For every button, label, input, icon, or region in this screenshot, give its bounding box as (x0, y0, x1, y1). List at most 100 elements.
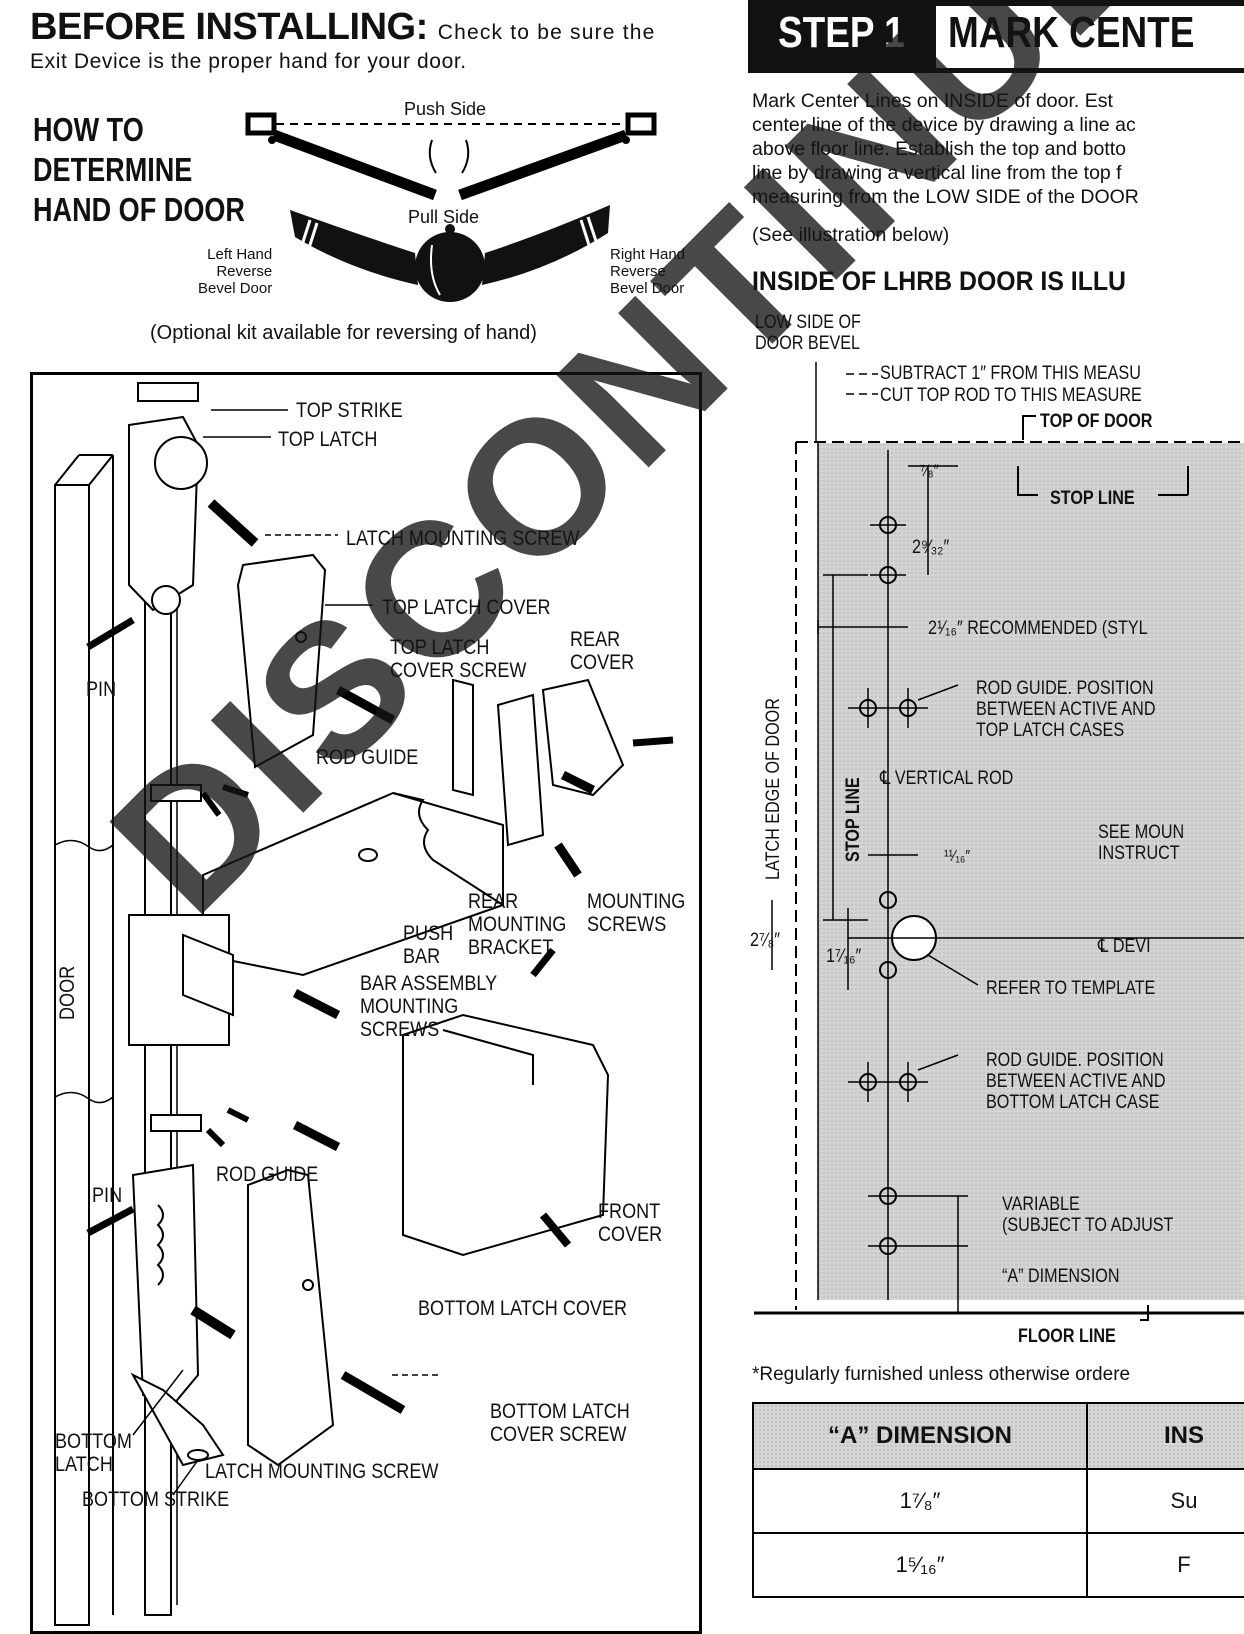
label-front-cover: FRONT COVER (598, 1200, 662, 1246)
label-bottom-latch-cover-screw-line-1: BOTTOM LATCH (490, 1400, 630, 1423)
low-side-door-bevel: LOW SIDE OF DOOR BEVEL (755, 312, 861, 354)
variable-line-2: (SUBJECT TO ADJUST (1002, 1215, 1174, 1236)
label-top-strike: TOP STRIKE (296, 399, 403, 422)
left-hand-line-3: Bevel Door (198, 280, 273, 297)
right-hand-line-1: Right Hand (610, 246, 686, 263)
how-to-determine-hand-heading: HOW TO DETERMINE HAND OF DOOR (33, 110, 245, 230)
label-mounting-screws: MOUNTING SCREWS (587, 890, 685, 936)
label-top-latch-cover: TOP LATCH COVER (382, 596, 551, 619)
label-pin-bottom: PIN (92, 1184, 123, 1207)
before-installing-subtitle: Exit Device is the proper hand for your … (30, 50, 467, 73)
step-instructions: Mark Center Lines on INSIDE of door. Est… (752, 89, 1244, 209)
label-rear-mounting-bracket-line-1: REAR (468, 890, 519, 913)
label-mounting-screws-line-1: MOUNTING (587, 890, 686, 913)
subtract-note: SUBTRACT 1″ FROM THIS MEASU (880, 363, 1141, 384)
label-bottom-latch-cover-screw: BOTTOM LATCH COVER SCREW (490, 1400, 630, 1446)
page-heading: BEFORE INSTALLING: Check to be sure the (30, 6, 656, 49)
label-rear-cover-line-2: COVER (570, 651, 635, 674)
step-title-box (936, 6, 1244, 68)
how-to-line-1: HOW TO (33, 111, 144, 148)
vertical-rod-centerline-label: ℄ VERTICAL ROD (880, 768, 1014, 789)
table-header-ins: INS (1086, 1402, 1244, 1470)
instruction-line-1: Mark Center Lines on INSIDE of door. Est (752, 90, 1113, 112)
label-bar-assembly-line-1: BAR ASSEMBLY (360, 972, 498, 995)
label-rear-mounting-bracket: REAR MOUNTING BRACKET (468, 890, 566, 959)
rod-guide-top-line-3: TOP LATCH CASES (976, 720, 1125, 741)
footnote: *Regularly furnished unless otherwise or… (752, 1364, 1131, 1385)
step-number: STEP 1 (778, 8, 905, 57)
right-hand-reverse-label: Right Hand Reverse Bevel Door (610, 246, 685, 297)
instruction-line-2: center line of the device by drawing a l… (752, 114, 1136, 136)
see-mount-line-2: INSTRUCT (1098, 843, 1180, 864)
cut-top-rod-note: CUT TOP ROD TO THIS MEASURE (880, 385, 1142, 406)
see-illustration-note: (See illustration below) (752, 224, 950, 246)
label-top-latch-cover-screw: TOP LATCH COVER SCREW (390, 636, 526, 682)
label-top-latch-cover-screw-line-1: TOP LATCH (390, 636, 490, 659)
label-pin-top: PIN (86, 678, 117, 701)
table-cell: 1⁵⁄₁₆″ (752, 1532, 1088, 1598)
label-bar-assembly-line-2: MOUNTING (360, 995, 459, 1018)
dim-two-nine-thirtyseconds: 2⁹⁄₃₂″ (912, 537, 950, 558)
label-front-cover-line-2: COVER (598, 1223, 663, 1246)
dim-two-seven-eighths: 2⁷⁄₈″ (750, 930, 780, 951)
table-cell: F (1086, 1532, 1244, 1598)
label-push-bar-line-2: BAR (403, 945, 441, 968)
stop-line-side-label: STOP LINE (843, 777, 864, 862)
refer-to-template-label: REFER TO TEMPLATE (986, 978, 1156, 999)
recommended-stile-dimension: 2¹⁄₁₆″ RECOMMENDED (STYL (928, 618, 1148, 639)
left-hand-line-1: Left Hand (207, 246, 273, 263)
label-bottom-latch: BOTTOM LATCH (55, 1430, 132, 1476)
how-to-line-2: DETERMINE (33, 151, 193, 188)
left-hand-reverse-label: Left Hand Reverse Bevel Door (198, 246, 272, 297)
dim-seven-eighths: ⁷⁄₈″ (920, 461, 939, 480)
device-centerline-label: ℄ DEVI (1098, 936, 1151, 957)
label-push-bar: PUSH BAR (403, 922, 453, 968)
instruction-line-3: above floor line. Establish the top and … (752, 138, 1127, 160)
pull-side-label: Pull Side (408, 207, 480, 227)
label-rear-cover-line-1: REAR (570, 628, 621, 651)
table-header-a-dimension: “A” DIMENSION (752, 1402, 1088, 1470)
a-dimension-table: “A” DIMENSION INS 1⁷⁄₈″ Su 1⁵⁄₁₆″ F (752, 1402, 1244, 1598)
table-header-row: “A” DIMENSION INS (752, 1402, 1244, 1470)
label-rear-cover: REAR COVER (570, 628, 634, 674)
label-rod-guide-bottom: ROD GUIDE (216, 1163, 319, 1186)
table-row: 1⁷⁄₈″ Su (752, 1468, 1244, 1534)
label-bottom-latch-cover-screw-line-2: COVER SCREW (490, 1423, 627, 1446)
label-bottom-latch-line-1: BOTTOM (55, 1430, 132, 1453)
table-cell: Su (1086, 1468, 1244, 1534)
label-bottom-strike: BOTTOM STRIKE (82, 1488, 230, 1511)
exploded-parts-drawing (54, 382, 674, 1626)
top-of-door-label: TOP OF DOOR (1040, 411, 1153, 432)
rod-guide-top-line-1: ROD GUIDE. POSITION (976, 678, 1154, 699)
rod-guide-top-note: ROD GUIDE. POSITION BETWEEN ACTIVE AND T… (976, 678, 1155, 741)
before-installing-title: BEFORE INSTALLING: (30, 6, 428, 48)
label-bar-assembly-mounting-screws: BAR ASSEMBLY MOUNTING SCREWS (360, 972, 497, 1041)
label-push-bar-line-1: PUSH (403, 922, 454, 945)
rod-guide-bottom-line-3: BOTTOM LATCH CASE (986, 1092, 1160, 1113)
label-bar-assembly-line-3: SCREWS (360, 1018, 440, 1041)
label-latch-mounting-screw: LATCH MOUNTING SCREW (346, 527, 580, 550)
label-rear-mounting-bracket-line-2: MOUNTING (468, 913, 567, 936)
label-rear-mounting-bracket-line-3: BRACKET (468, 936, 554, 959)
a-dimension-label: “A” DIMENSION (1002, 1266, 1120, 1287)
label-door: DOOR (56, 965, 79, 1020)
right-hand-line-2: Reverse (610, 263, 666, 280)
label-bottom-latch-line-2: LATCH (55, 1453, 113, 1476)
variable-line-1: VARIABLE (1002, 1194, 1080, 1215)
label-rod-guide-top: ROD GUIDE (316, 746, 419, 769)
dim-one-seven-sixteenths: 1⁷⁄₁₆″ (826, 946, 862, 967)
latch-edge-of-door-label: LATCH EDGE OF DOOR (763, 698, 784, 880)
label-latch-mounting-screw-bottom: LATCH MOUNTING SCREW (205, 1460, 439, 1483)
push-side-label: Push Side (404, 99, 487, 119)
optional-kit-note: (Optional kit available for reversing of… (150, 322, 537, 344)
low-side-line-1: LOW SIDE OF (755, 312, 861, 333)
label-top-latch-cover-screw-line-2: COVER SCREW (390, 659, 527, 682)
table-cell: 1⁷⁄₈″ (752, 1468, 1088, 1534)
floor-line-label: FLOOR LINE (1018, 1326, 1116, 1347)
rod-guide-top-line-2: BETWEEN ACTIVE AND (976, 699, 1156, 720)
before-installing-tail: Check to be sure the (437, 21, 656, 44)
hand-of-door-illustration (245, 112, 657, 302)
dim-eleven-sixteenths: ¹¹⁄₁₆″ (944, 848, 971, 865)
label-mounting-screws-line-2: SCREWS (587, 913, 667, 936)
right-hand-line-3: Bevel Door (610, 280, 685, 297)
